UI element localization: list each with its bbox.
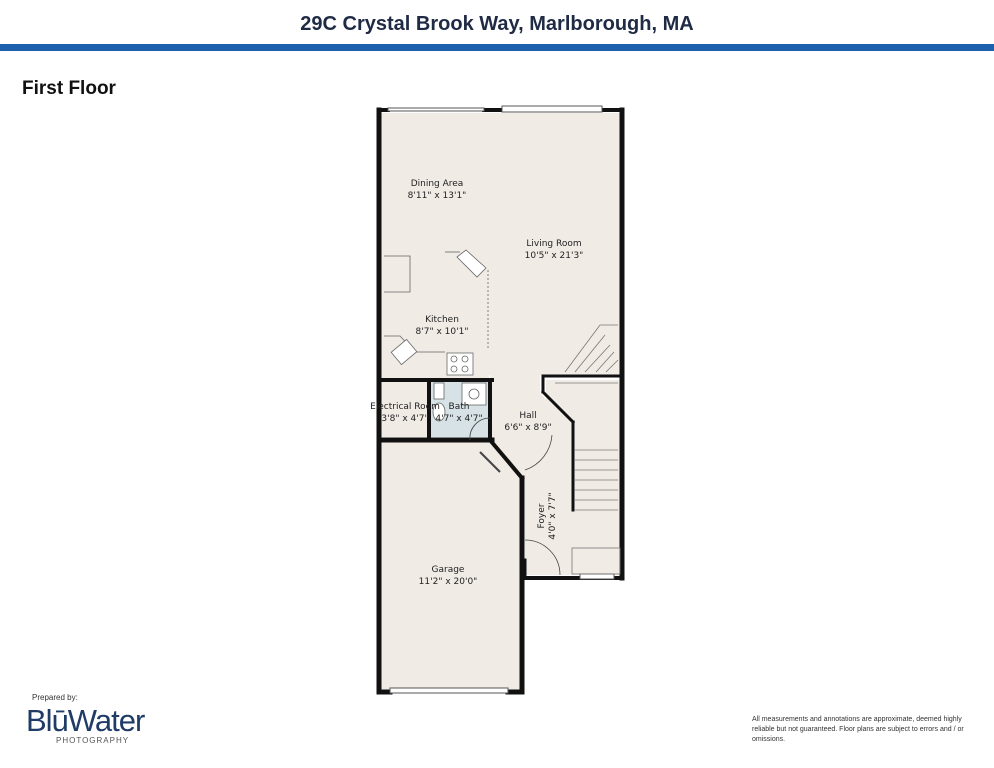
bath-dims: 4'7" x 4'7" — [435, 414, 482, 424]
page-title: 29C Crystal Brook Way, Marlborough, MA — [300, 13, 694, 35]
hall-name: Hall — [519, 411, 536, 421]
bath-fixtures — [432, 382, 487, 422]
foyer-dims: 4'0" x 7'7" — [548, 492, 558, 539]
foyer-name: Foyer — [537, 503, 547, 528]
doors — [469, 417, 561, 576]
kitchen-fixtures — [384, 249, 489, 376]
dining-area-name: Dining Area — [411, 179, 464, 189]
stairs — [555, 324, 621, 575]
disclaimer-text: All measurements and annotations are app… — [752, 716, 964, 743]
dining-area-dims: 8'11" x 13'1" — [408, 191, 467, 201]
logo-subtitle: PHOTOGRAPHY — [56, 736, 130, 745]
living-room-name: Living Room — [526, 239, 581, 249]
garage-dims: 11'2" x 20'0" — [419, 577, 478, 587]
kitchen-name: Kitchen — [425, 315, 459, 325]
electrical-room-name: Electrical Room — [370, 402, 440, 412]
header-divider — [0, 44, 994, 51]
hall-dims: 6'6" x 8'9" — [504, 423, 551, 433]
living-room-dims: 10'5" x 21'3" — [525, 251, 584, 261]
prepared-by-label: Prepared by: — [32, 693, 78, 702]
kitchen-dims: 8'7" x 10'1" — [416, 327, 469, 337]
bluwater-logo: BlūWater PHOTOGRAPHY — [26, 703, 166, 749]
room-fills — [381, 113, 621, 690]
electrical-room-dims: 3'8" x 4'7" — [381, 414, 428, 424]
garage-name: Garage — [432, 565, 465, 575]
logo-wordmark: BlūWater — [26, 703, 145, 738]
floor-label: First Floor — [22, 78, 116, 99]
bath-name: Bath — [449, 402, 470, 412]
room-labels: Dining Area 8'11" x 13'1" Living Room 10… — [370, 179, 583, 587]
